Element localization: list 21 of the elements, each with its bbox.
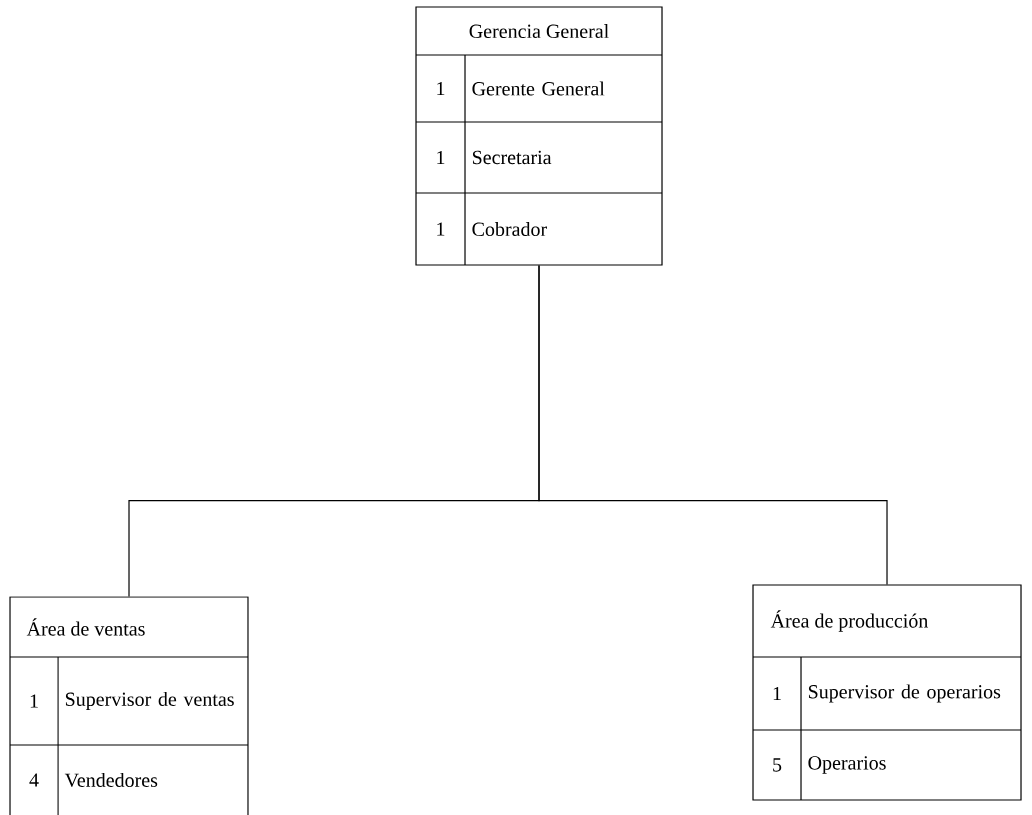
count-text: 1 [30,694,38,708]
header-text: Gerencia General [469,23,609,38]
count-text: 1 [773,686,781,701]
role-text: Vendedores [64,772,158,788]
count-text: 1 [437,81,445,96]
role-text: Supervisor de ventas [65,691,234,711]
count-text: 1 [437,150,445,165]
header-text: Área de ventas [26,618,145,636]
table-box [415,6,663,266]
role-text: Operarios [808,756,886,774]
connector-line [538,265,888,585]
header-text: Área de producción [770,610,928,632]
table-box [752,584,1022,801]
count-text: 4 [29,773,39,787]
count-text: 1 [437,222,445,236]
table-box [9,596,249,815]
role-text: Gerente General [472,81,605,96]
count-text: 5 [773,758,782,772]
role-text: Secretaria [472,150,552,165]
role-text: Cobrador [472,221,547,236]
role-text: Supervisor de operarios [808,684,1001,703]
